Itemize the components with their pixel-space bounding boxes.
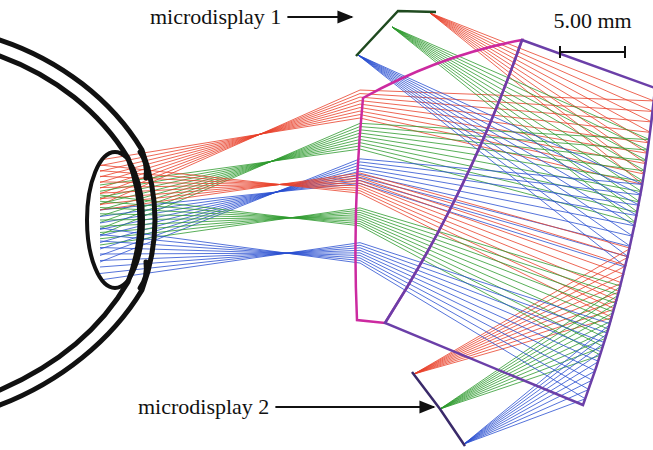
part-label: microdisplay 1 [150, 6, 281, 28]
eye [0, 40, 155, 405]
light-ray [100, 248, 605, 444]
light-ray [100, 248, 595, 445]
light-ray [100, 250, 602, 444]
light-ray [100, 55, 631, 247]
light-ray [100, 176, 617, 374]
light-ray [100, 228, 585, 444]
leader-arrow [275, 406, 434, 408]
part-label: microdisplay 2 [138, 396, 269, 418]
light-ray [100, 13, 652, 194]
leader-arrows [275, 17, 434, 407]
light-ray [100, 253, 599, 444]
light-ray [100, 13, 653, 199]
light-ray [100, 55, 639, 249]
light-ray [100, 195, 601, 409]
light-ray [100, 13, 653, 205]
microdisplays [356, 11, 465, 446]
ray-fans [100, 13, 653, 444]
light-ray [100, 182, 620, 374]
light-ray [100, 181, 624, 374]
scale-label: 5.00 mm [553, 10, 631, 32]
leader-arrow [287, 16, 352, 18]
light-ray [100, 13, 649, 183]
freeform-prisms [355, 40, 653, 405]
light-ray [100, 13, 651, 188]
light-ray [100, 173, 631, 374]
light-ray [100, 241, 592, 444]
light-ray [100, 55, 643, 262]
light-ray [100, 55, 637, 243]
light-ray [100, 27, 638, 212]
light-ray [100, 235, 589, 445]
light-ray [100, 55, 641, 256]
light-ray [100, 176, 628, 374]
light-ray [100, 55, 626, 267]
scale-bar [560, 46, 625, 58]
